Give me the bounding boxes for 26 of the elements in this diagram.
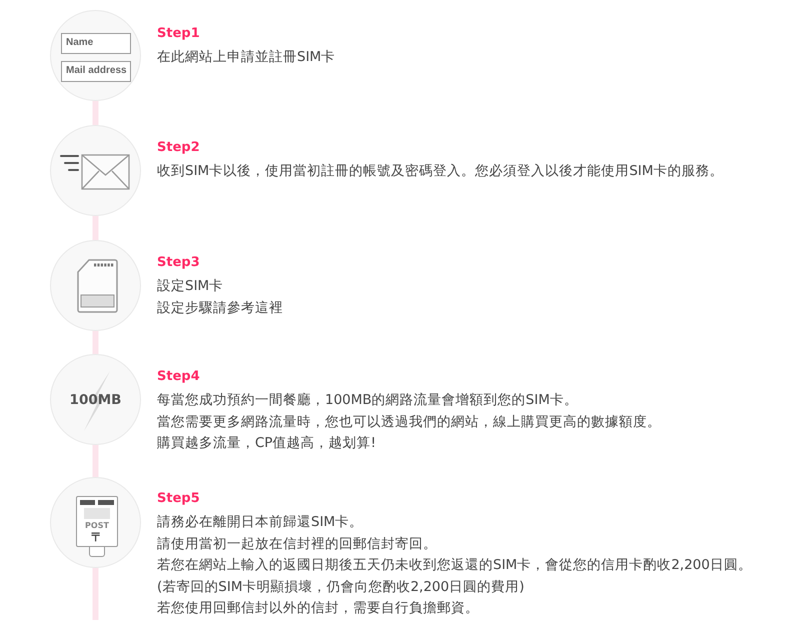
timeline-line (92, 216, 98, 240)
data-amount-label: 100MB (70, 392, 122, 408)
timeline-line (92, 445, 98, 477)
timeline-line (92, 568, 98, 620)
timeline-line (92, 331, 98, 354)
postal-mark: 〒 (91, 531, 103, 543)
step-description: 當您需要更多網路流量時，您也可以透過我們的網站，線上購買更高的數據額度。 (157, 412, 661, 432)
step-description: 購買越多流量，CP值越高，越划算! (157, 434, 376, 453)
step-description: 設定步驟請參考這裡 (157, 298, 283, 318)
timeline-line (92, 101, 98, 125)
postbox-label: POST (85, 521, 109, 531)
step-description: 請務必在離開日本前歸還SIM卡。 (157, 513, 364, 532)
step-description: 每當您成功預約一間餐廳，100MB的網路流量會增額到您的SIM卡。 (157, 391, 578, 410)
input-field: Mail address (61, 61, 131, 82)
step-heading: Step5 (157, 490, 200, 508)
step-description: 在此網站上申請並註冊SIM卡 (157, 48, 336, 67)
step-description: 若您在網站上輸入的返國日期後五天仍未收到您返還的SIM卡，會從您的信用卡酌收2,200日圓。(若寄回的SIM卡明顯損壞，仍會向您酌收2,200日圓的費用) (157, 556, 753, 596)
step-heading: Step2 (157, 139, 200, 157)
step-description: 收到SIM卡以後，使用當初註冊的帳號及密碼登入。您必須登入以後才能使用SIM卡的服務。 (157, 162, 724, 181)
step-heading: Step4 (157, 368, 200, 386)
input-field: Name (61, 33, 131, 54)
step-description: 設定SIM卡 (157, 277, 224, 296)
step-description: 請使用當初一起放在信封裡的回郵信封寄回。 (157, 534, 437, 554)
step-heading: Step1 (157, 25, 200, 43)
step-heading: Step3 (157, 254, 200, 272)
step-description: 若您使用回郵信封以外的信封，需要自行負擔郵資。 (157, 599, 479, 618)
